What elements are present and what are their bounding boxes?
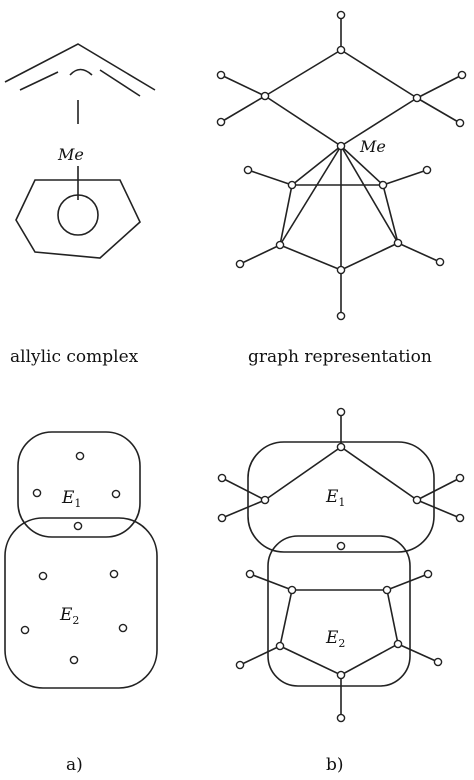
svg-text:E1: E1 (325, 487, 345, 509)
graph-representation: Me (216, 10, 467, 321)
allylic-complex-drawing: Me (4, 43, 156, 259)
graph-vertices (216, 10, 467, 321)
hypergraph-b: E1 E2 (217, 407, 465, 723)
caption-b: b) (326, 755, 344, 775)
e2-index-right: 2 (338, 637, 345, 650)
hyperedge-e2-right (267, 535, 411, 687)
e2-letter-left: E (59, 605, 73, 625)
metal-label-left: Me (57, 145, 84, 164)
e1-index-left: 1 (74, 497, 81, 510)
metal-label-right: Me (359, 137, 386, 156)
e1-letter-left: E (61, 488, 75, 508)
e1-index-right: 1 (338, 496, 345, 509)
e2-letter-right: E (325, 628, 339, 648)
caption-allylic-complex: allylic complex (10, 347, 139, 367)
e2-index-left: 2 (72, 614, 79, 627)
hypergraph-a: E1 E2 (4, 431, 158, 689)
hyperedge-e2-left (4, 517, 158, 689)
e1-letter-right: E (325, 487, 339, 507)
caption-graph-representation: graph representation (248, 347, 432, 367)
caption-a: a) (66, 755, 83, 775)
svg-text:E2: E2 (59, 605, 79, 627)
svg-text:E2: E2 (325, 628, 345, 650)
svg-text:E1: E1 (61, 488, 81, 510)
hyperedge-e1-left (17, 431, 141, 538)
